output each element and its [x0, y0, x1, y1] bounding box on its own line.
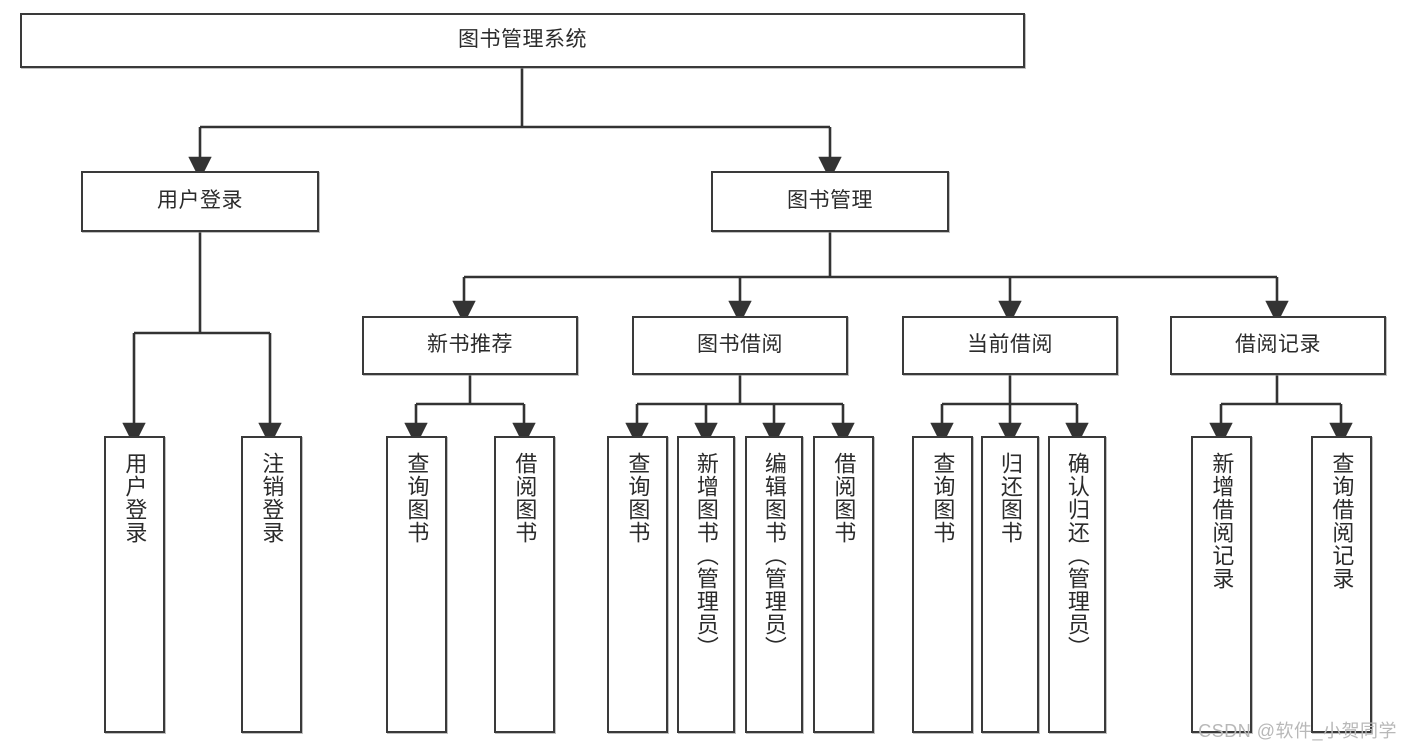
node-book-borrow[interactable]: 图书借阅 — [632, 316, 848, 375]
leaf-current-return-book[interactable]: 归还图书 — [981, 436, 1039, 733]
node-label: 新增图书（管理员） — [693, 452, 719, 659]
node-label: 借阅记录 — [1235, 333, 1321, 357]
node-label: 用户登录 — [122, 452, 148, 544]
node-root-system[interactable]: 图书管理系统 — [20, 13, 1025, 68]
node-label: 查询图书 — [930, 452, 956, 544]
node-label: 归还图书 — [997, 452, 1023, 544]
leaf-user-login-signin[interactable]: 用户登录 — [104, 436, 165, 733]
leaf-borrow-edit-book-admin[interactable]: 编辑图书（管理员） — [745, 436, 803, 733]
node-label: 新书推荐 — [427, 333, 513, 357]
node-label: 查询图书 — [404, 452, 430, 544]
node-label: 确认归还（管理员） — [1064, 452, 1090, 659]
node-label: 图书管理 — [787, 189, 873, 213]
node-label: 编辑图书（管理员） — [761, 452, 787, 659]
node-borrow-record[interactable]: 借阅记录 — [1170, 316, 1386, 375]
node-new-book-recommend[interactable]: 新书推荐 — [362, 316, 578, 375]
leaf-borrow-query-book[interactable]: 查询图书 — [607, 436, 668, 733]
watermark-text: CSDN @软件_小贺同学 — [1198, 721, 1397, 741]
node-label: 注销登录 — [259, 452, 285, 544]
leaf-user-login-signout[interactable]: 注销登录 — [241, 436, 302, 733]
node-label: 借阅图书 — [831, 452, 857, 544]
leaf-current-query-book[interactable]: 查询图书 — [912, 436, 973, 733]
leaf-recommend-query-book[interactable]: 查询图书 — [386, 436, 447, 733]
node-label: 借阅图书 — [512, 452, 538, 544]
node-book-management[interactable]: 图书管理 — [711, 171, 949, 232]
leaf-borrow-add-book-admin[interactable]: 新增图书（管理员） — [677, 436, 735, 733]
node-label: 查询图书 — [625, 452, 651, 544]
node-label: 图书借阅 — [697, 333, 783, 357]
node-label: 查询借阅记录 — [1329, 452, 1355, 590]
leaf-borrow-borrow-book[interactable]: 借阅图书 — [813, 436, 874, 733]
node-label: 新增借阅记录 — [1209, 452, 1235, 590]
node-user-login[interactable]: 用户登录 — [81, 171, 319, 232]
leaf-record-query-record[interactable]: 查询借阅记录 — [1311, 436, 1372, 733]
leaf-current-confirm-return-admin[interactable]: 确认归还（管理员） — [1048, 436, 1106, 733]
leaf-record-add-record[interactable]: 新增借阅记录 — [1191, 436, 1252, 733]
node-label: 用户登录 — [157, 189, 243, 213]
node-current-borrow[interactable]: 当前借阅 — [902, 316, 1118, 375]
node-label: 图书管理系统 — [458, 28, 587, 52]
leaf-recommend-borrow-book[interactable]: 借阅图书 — [494, 436, 555, 733]
node-label: 当前借阅 — [967, 333, 1053, 357]
